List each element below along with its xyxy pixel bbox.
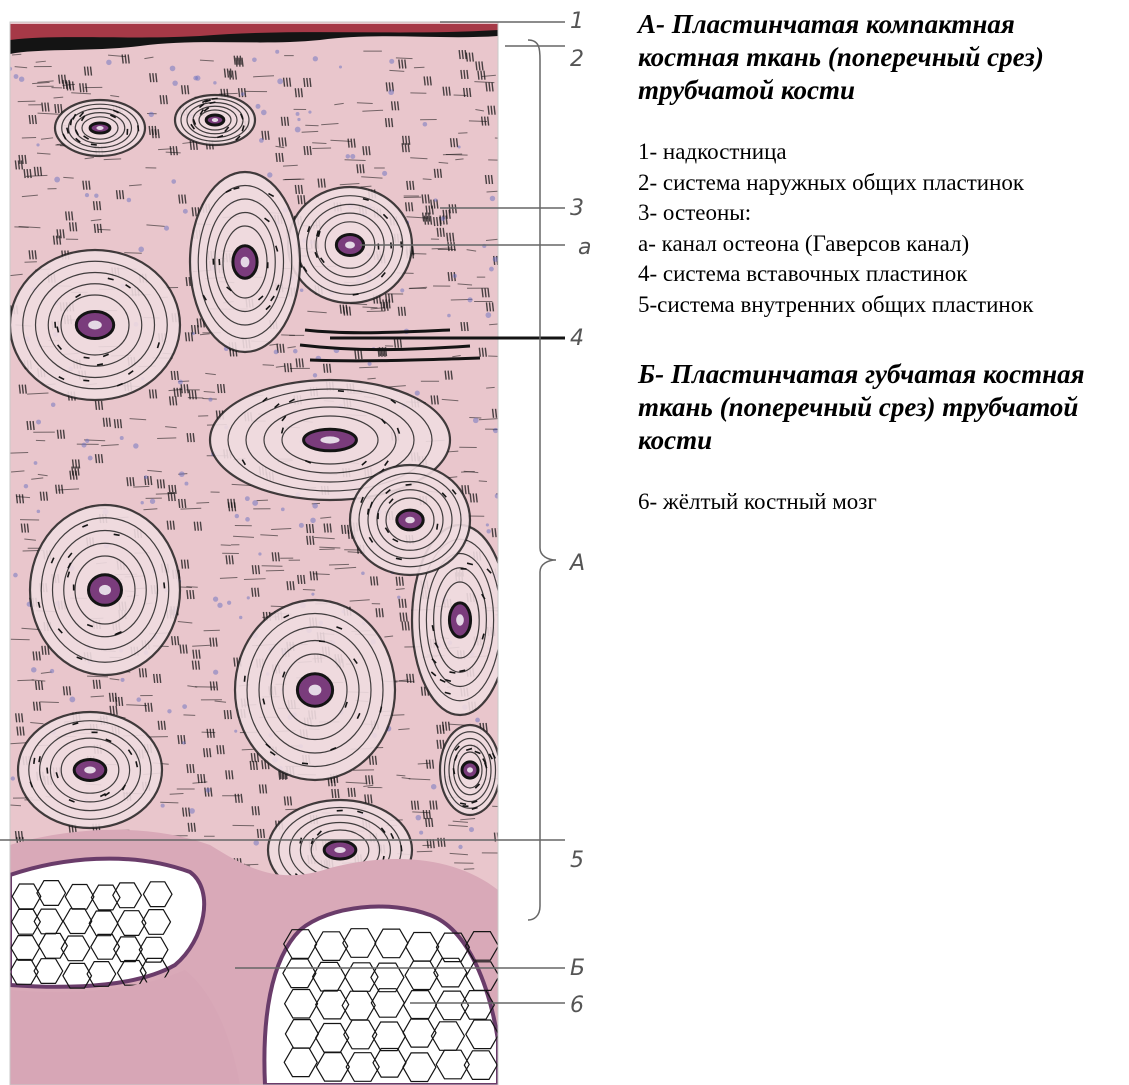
callout-5: 5 (570, 848, 584, 873)
callout-2: 2 (570, 47, 584, 72)
callout-6: 6 (570, 993, 584, 1018)
legend-list-b: 6- жёлтый костный мозг (638, 487, 1123, 518)
figure-legend: А- Пластинчатая компактная костная ткань… (638, 8, 1123, 556)
osteon (30, 505, 180, 675)
osteon (190, 172, 300, 352)
legend-title-a: А- Пластинчатая компактная костная ткань… (638, 8, 1123, 107)
legend-item: 6- жёлтый костный мозг (638, 487, 1123, 518)
callout-3: 3 (570, 196, 584, 221)
callout-a: a (578, 235, 591, 260)
legend-title-b: Б- Пластинчатая губчатая костная ткань (… (638, 358, 1123, 457)
legend-item: а- канал остеона (Гаверсов канал) (638, 229, 1123, 260)
legend-item: 2- система наружных общих пластинок (638, 168, 1123, 199)
callout-B: Б (570, 956, 585, 981)
osteon (55, 100, 145, 156)
legend-item: 1- надкостница (638, 137, 1123, 168)
legend-list-a: 1- надкостница 2- система наружных общих… (638, 137, 1123, 320)
osteon (440, 725, 500, 815)
osteon (175, 95, 255, 145)
osteon (235, 600, 395, 780)
osteon (350, 465, 470, 575)
legend-item: 5-система внутренних общих пластинок (638, 290, 1123, 321)
osteon (18, 712, 162, 828)
legend-item: 3- остеоны: (638, 198, 1123, 229)
legend-item: 4- система вставочных пластинок (638, 259, 1123, 290)
callout-A: A (568, 551, 585, 576)
bone-tissue-drawing: 1 2 3 a 4 A 5 Б 6 (0, 0, 620, 1085)
osteon (10, 250, 180, 400)
callout-1: 1 (570, 9, 584, 34)
callout-4: 4 (570, 326, 584, 351)
